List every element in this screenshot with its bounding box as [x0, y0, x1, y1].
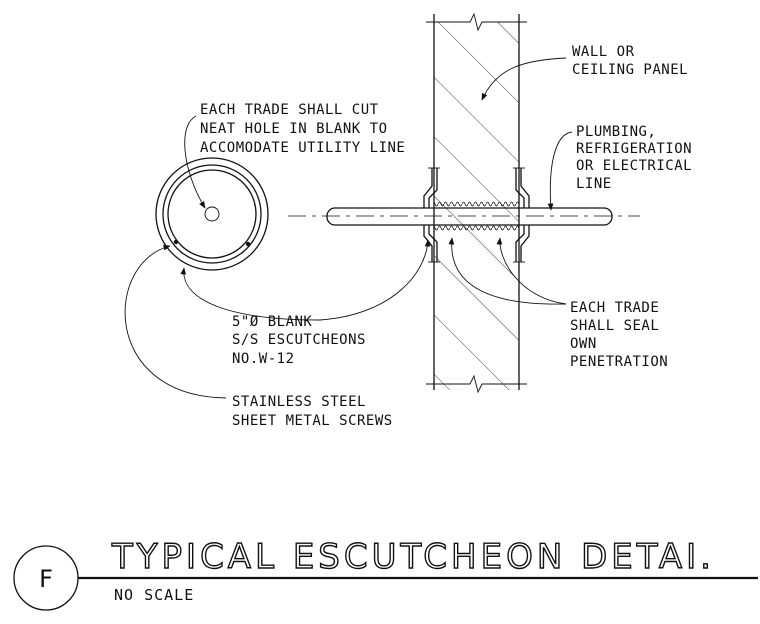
detail-title: TYPICAL ESCUTCHEON DETAI.: [111, 537, 715, 577]
title-block: F TYPICAL ESCUTCHEON DETAI. NO SCALE: [13, 536, 758, 611]
label-utility-line: PLUMBING, REFRIGERATION OR ELECTRICAL LI…: [576, 124, 701, 192]
label-screws: STAINLESS STEEL SHEET METAL SCREWS: [232, 394, 393, 429]
label-wall: WALL OR CEILING PANEL: [572, 44, 688, 78]
detail-tag: F: [39, 565, 53, 593]
escutcheon-plan-view: [155, 157, 269, 271]
utility-pipe: [288, 207, 640, 226]
screw-left: [173, 239, 179, 245]
label-cut-hole: EACH TRADE SHALL CUT NEAT HOLE IN BLANK …: [200, 102, 405, 156]
label-seal: EACH TRADE SHALL SEAL OWN PENETRATION: [570, 300, 668, 370]
wall-section: [426, 12, 527, 394]
scale-note: NO SCALE: [114, 586, 194, 604]
leader-lines: [124, 57, 573, 399]
label-blank-escutcheon: 5"Ø BLANK S/S ESCUTCHEONS NO.W-12: [232, 314, 375, 367]
screw-right: [245, 241, 251, 247]
escutcheon-section-view: [423, 167, 530, 263]
